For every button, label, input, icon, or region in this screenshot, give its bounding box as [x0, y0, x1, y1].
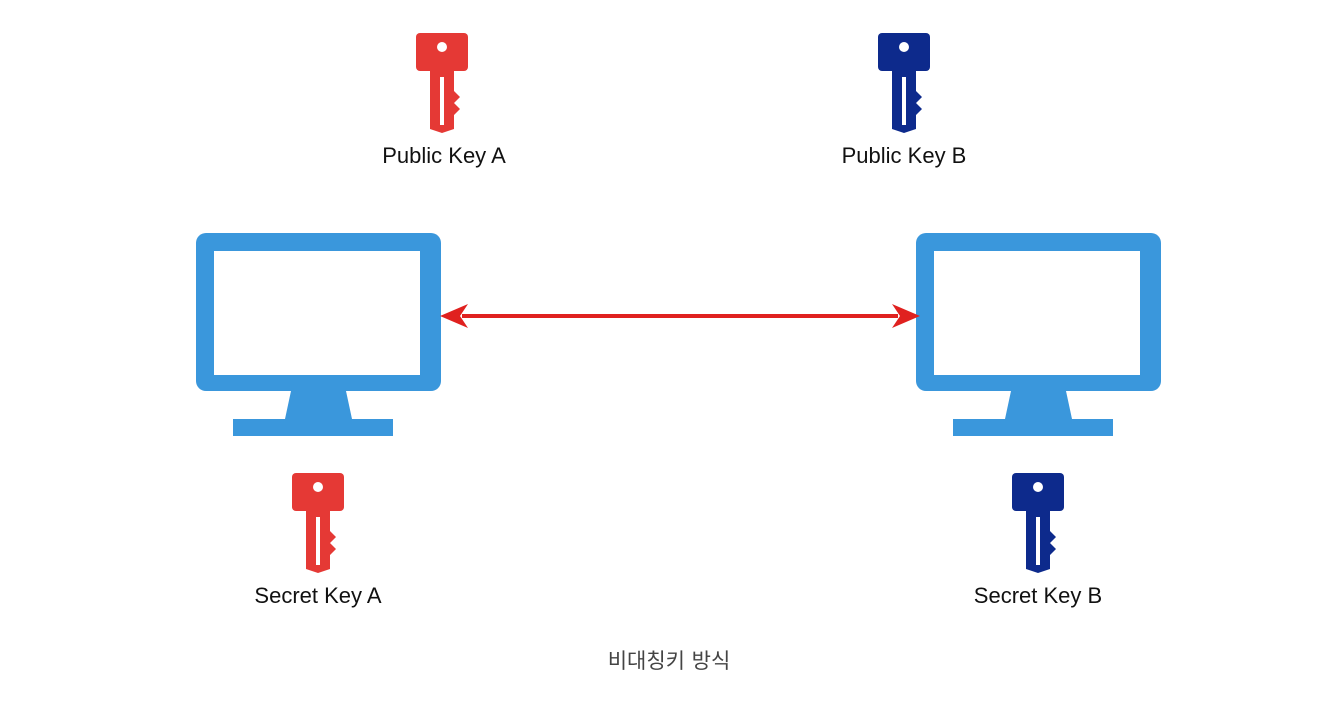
secret-key-b-icon	[1008, 473, 1068, 573]
public-key-a-icon	[412, 33, 472, 133]
public-key-a-label: Public Key A	[382, 143, 506, 168]
figure-caption: 비대칭키 방식	[607, 649, 731, 673]
secret-key-a-icon	[288, 473, 348, 573]
public-key-b-icon	[874, 33, 934, 133]
arrowhead-right	[892, 304, 920, 328]
bidirectional-arrow	[440, 304, 920, 328]
arrowhead-left	[440, 304, 468, 328]
secret-key-a-label: Secret Key A	[254, 583, 382, 608]
secret-key-b-label: Secret Key B	[973, 583, 1103, 608]
computer-a-monitor-icon	[196, 233, 446, 438]
public-key-b-label: Public Key B	[841, 143, 967, 168]
computer-b-monitor-icon	[916, 233, 1166, 438]
